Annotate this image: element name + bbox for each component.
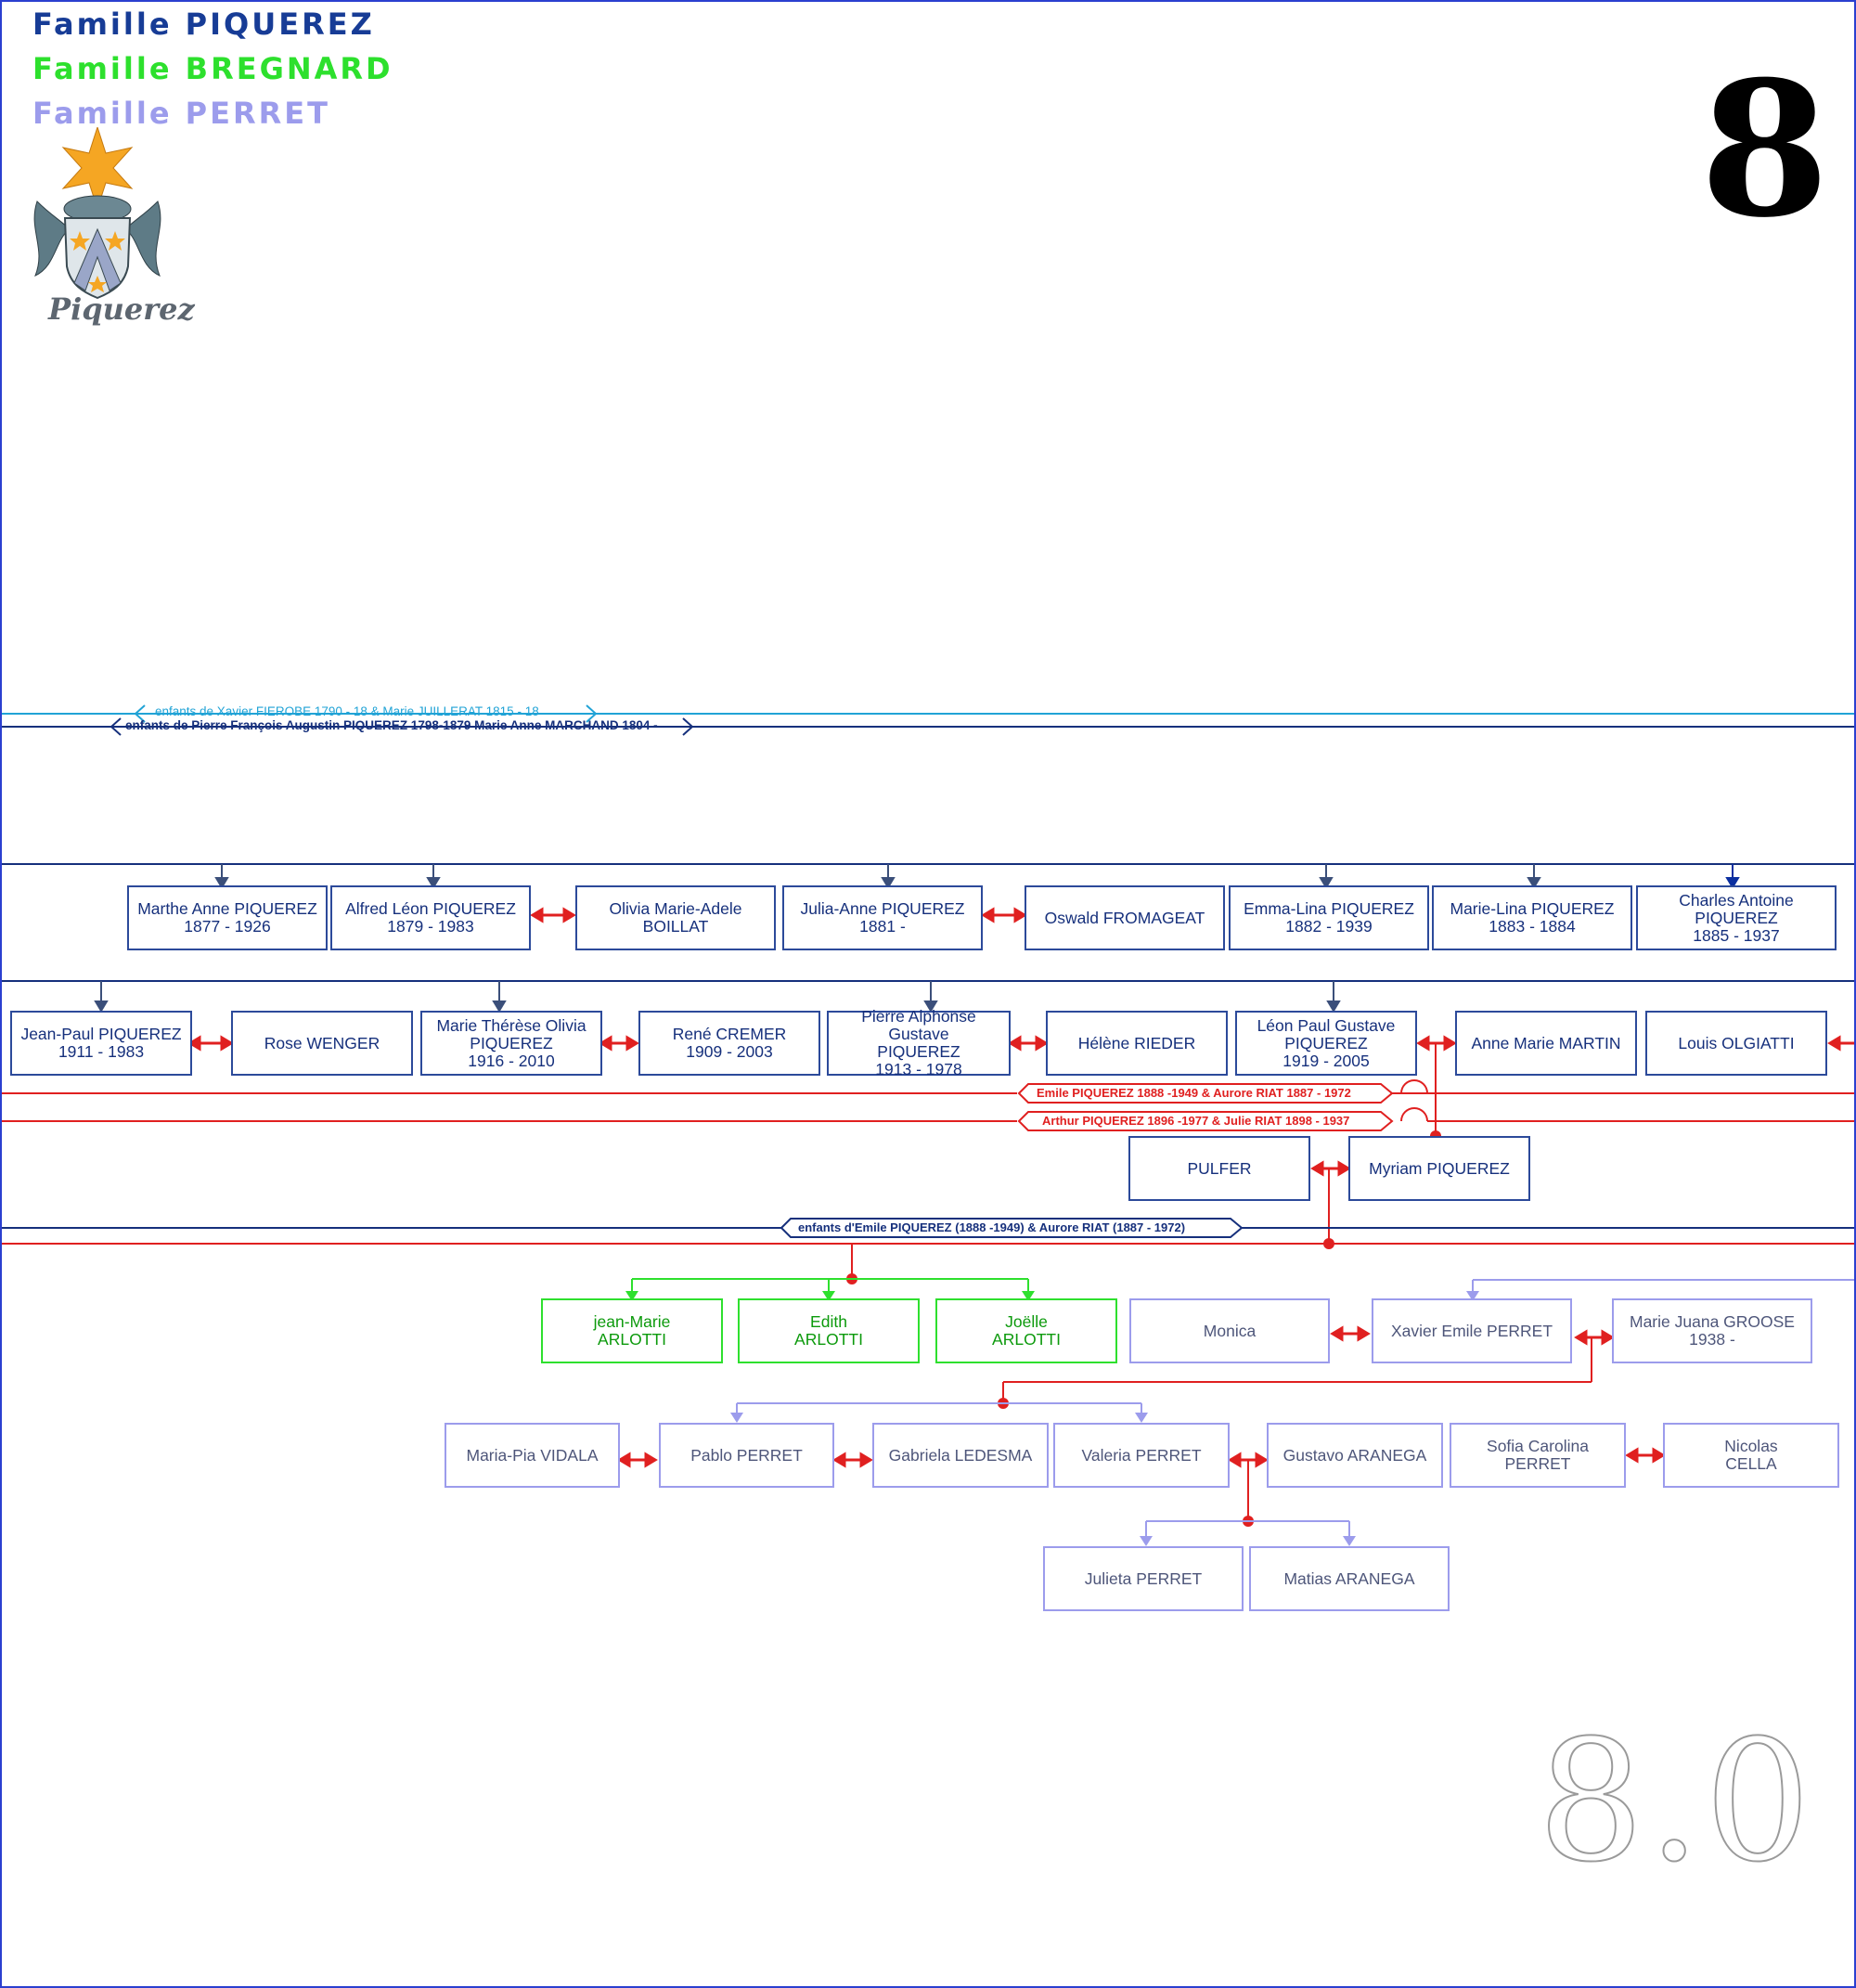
person-name: Jean-Paul PIQUEREZ 1911 - 1983 [20,1025,182,1061]
person-name: PULFER [1187,1158,1252,1178]
crest-name: Piquerez [48,291,195,327]
person-name: Marie Thérèse Olivia PIQUEREZ 1916 - 201… [436,1015,586,1070]
person-box[interactable]: Alfred Léon PIQUEREZ 1879 - 1983 [330,885,531,950]
person-box[interactable]: Julia-Anne PIQUEREZ 1881 - [782,885,983,950]
person-box[interactable]: Nicolas CELLA [1663,1423,1839,1488]
person-name: Alfred Léon PIQUEREZ 1879 - 1983 [345,899,516,936]
person-name: Charles Antoine PIQUEREZ 1885 - 1937 [1679,890,1794,945]
person-name: Olivia Marie-Adele BOILLAT [609,899,742,936]
marriage-arrows [187,907,1854,1468]
arthur-couple-label: Arthur PIQUEREZ 1896 -1977 & Julie RIAT … [1042,1114,1350,1128]
person-name: Anne Marie MARTIN [1471,1033,1621,1052]
person-box[interactable]: Charles Antoine PIQUEREZ 1885 - 1937 [1636,885,1837,950]
person-box[interactable]: Hélène RIEDER [1046,1011,1228,1076]
person-box[interactable]: Pablo PERRET [659,1423,834,1488]
person-box[interactable]: René CREMER 1909 - 2003 [638,1011,820,1076]
person-name: Marie Juana GROOSE 1938 - [1630,1312,1795,1349]
pierre-children-label: enfants de Pierre François Augustin PIQU… [125,718,658,732]
person-box[interactable]: Marthe Anne PIQUEREZ 1877 - 1926 [127,885,328,950]
person-box[interactable]: Gustavo ARANEGA [1267,1423,1443,1488]
person-name: Hélène RIEDER [1077,1033,1196,1052]
person-box[interactable]: Emma-Lina PIQUEREZ 1882 - 1939 [1229,885,1429,950]
person-name: Marie-Lina PIQUEREZ 1883 - 1884 [1450,899,1615,936]
person-name: Matias ARANEGA [1283,1568,1415,1588]
person-name: Emma-Lina PIQUEREZ 1882 - 1939 [1244,899,1414,936]
person-name: Pierre Alphonse Gustave PIQUEREZ 1913 - … [861,1007,976,1078]
family-heading-bregnard: Famille BREGNARD [32,51,393,86]
person-name: jean-Marie ARLOTTI [593,1312,671,1349]
person-box[interactable]: Valeria PERRET [1053,1423,1230,1488]
person-box[interactable]: Louis OLGIATTI [1645,1011,1827,1076]
page-version: 8.0 [1537,1705,1815,1899]
person-box[interactable]: jean-Marie ARLOTTI [541,1298,723,1363]
person-name: Xavier Emile PERRET [1390,1321,1553,1340]
person-box[interactable]: PULFER [1128,1136,1310,1201]
person-name: Joëlle ARLOTTI [992,1312,1061,1349]
couple-lines [2,1043,1854,1521]
person-box[interactable]: Xavier Emile PERRET [1372,1298,1572,1363]
person-name: Oswald FROMAGEAT [1044,908,1205,927]
person-name: Edith ARLOTTI [794,1312,863,1349]
person-box[interactable]: Pierre Alphonse Gustave PIQUEREZ 1913 - … [827,1007,1011,1078]
person-name: Valeria PERRET [1081,1445,1202,1465]
person-box[interactable]: Rose WENGER [231,1011,413,1076]
person-box[interactable]: Oswald FROMAGEAT [1025,885,1225,950]
page-number: 8 [1700,41,1830,259]
emile-children-label: enfants d'Emile PIQUEREZ (1888 -1949) & … [798,1220,1186,1234]
person-box[interactable]: Maria-Pia VIDALA [445,1423,620,1488]
person-name: Rose WENGER [264,1033,380,1052]
person-box[interactable]: Julieta PERRET [1043,1546,1244,1611]
person-box[interactable]: Marie-Lina PIQUEREZ 1883 - 1884 [1432,885,1632,950]
person-box[interactable]: Olivia Marie-Adele BOILLAT [575,885,776,950]
person-name: Nicolas CELLA [1724,1437,1778,1473]
person-box[interactable]: Myriam PIQUEREZ [1348,1136,1530,1201]
person-name: Gabriela LEDESMA [888,1445,1033,1465]
coat-of-arms-icon [33,127,161,300]
person-name: Gustavo ARANEGA [1282,1445,1427,1465]
person-box[interactable]: Marie Juana GROOSE 1938 - [1612,1298,1812,1363]
emile-couple-label: Emile PIQUEREZ 1888 -1949 & Aurore RIAT … [1037,1086,1351,1100]
person-box[interactable]: Matias ARANEGA [1249,1546,1450,1611]
family-heading-piquerez: Famille PIQUEREZ [32,6,375,42]
person-name: Maria-Pia VIDALA [466,1445,599,1465]
person-name: Julia-Anne PIQUEREZ 1881 - [800,899,965,936]
person-box[interactable]: Joëlle ARLOTTI [935,1298,1117,1363]
person-box[interactable]: Monica [1129,1298,1330,1363]
person-name: Léon Paul Gustave PIQUEREZ 1919 - 2005 [1257,1015,1396,1070]
person-box[interactable]: Léon Paul Gustave PIQUEREZ 1919 - 2005 [1235,1011,1417,1076]
person-box[interactable]: Edith ARLOTTI [738,1298,920,1363]
family-heading-perret: Famille PERRET [32,96,330,131]
person-box[interactable]: Marie Thérèse Olivia PIQUEREZ 1916 - 201… [420,1011,602,1076]
fierobe-children-label: enfants de Xavier FIEROBE 1790 - 18 & Ma… [155,704,539,718]
person-name: Myriam PIQUEREZ [1369,1158,1510,1178]
person-name: Pablo PERRET [690,1445,803,1465]
person-box[interactable]: Gabriela LEDESMA [872,1423,1049,1488]
person-name: Louis OLGIATTI [1678,1033,1795,1052]
person-box[interactable]: Anne Marie MARTIN [1455,1011,1637,1076]
person-name: Sofia Carolina PERRET [1487,1437,1589,1473]
person-name: Monica [1203,1321,1257,1340]
person-name: Marthe Anne PIQUEREZ 1877 - 1926 [137,899,317,936]
person-name: René CREMER 1909 - 2003 [672,1025,787,1061]
person-box[interactable]: Jean-Paul PIQUEREZ 1911 - 1983 [10,1011,192,1076]
person-box[interactable]: Sofia Carolina PERRET [1450,1423,1626,1488]
person-name: Julieta PERRET [1084,1568,1203,1588]
